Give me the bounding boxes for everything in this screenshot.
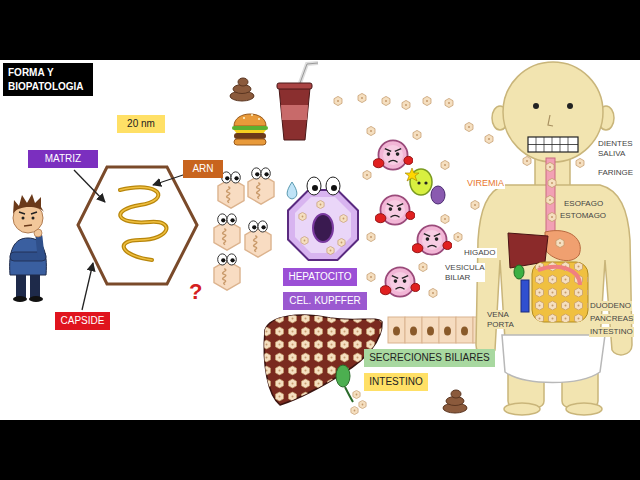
virus-characters — [214, 168, 274, 290]
box-label: CEL. KUPFFER — [289, 292, 361, 310]
box-label: SECRECIONES BILIARES — [369, 349, 490, 367]
route-box: INTESTINO — [364, 373, 428, 391]
organ-label: VESICULA BILIAR — [444, 263, 485, 282]
route-box: SECRECIONES BILIARES — [364, 349, 495, 367]
part-box: ARN — [183, 160, 223, 178]
stage-label: VIREMIA — [466, 178, 505, 189]
box-label: MATRIZ — [45, 150, 81, 168]
intestinal-epithelium — [388, 317, 490, 343]
size-box: 20 nm — [117, 115, 165, 133]
part-box: CAPSIDE — [55, 312, 110, 330]
organ-label: DUODENO — [589, 301, 632, 311]
box-label: ARN — [192, 160, 213, 178]
box-label: 20 nm — [127, 115, 155, 133]
box-label: INTESTINO — [369, 373, 422, 391]
cell-box: HEPATOCITO — [283, 268, 357, 286]
organ-label: HIGADO — [463, 248, 497, 258]
box-label: HEPATOCITO — [288, 268, 351, 286]
title-box: FORMA Y BIOPATOLOGIA — [3, 63, 93, 96]
human-body — [476, 62, 632, 415]
question-mark: ? — [188, 279, 203, 305]
organ-label: DIENTES SALIVA — [597, 139, 634, 158]
letterbox-band — [0, 0, 640, 60]
food — [232, 63, 318, 145]
part-box: MATRIZ — [28, 150, 98, 168]
organ-label: PANCREAS — [589, 314, 634, 324]
immune-cells — [373, 140, 452, 296]
organ-label: ESOFAGO — [563, 199, 604, 209]
organ-label: FARINGE — [597, 168, 634, 178]
cell-box: CEL. KUPFFER — [283, 292, 367, 310]
title-text: FORMA Y BIOPATOLOGIA — [8, 67, 84, 92]
organ-label: INTESTINO — [589, 327, 634, 337]
letterbox-band — [0, 420, 640, 480]
thinking-man — [10, 194, 47, 302]
hepatocyte-cell — [287, 177, 358, 260]
virus-particles — [334, 93, 493, 297]
virus-structure — [74, 167, 197, 310]
organ-label: ESTOMAGO — [559, 211, 607, 221]
box-label: CAPSIDE — [61, 312, 105, 330]
organ-label: VENA PORTA — [486, 310, 515, 329]
